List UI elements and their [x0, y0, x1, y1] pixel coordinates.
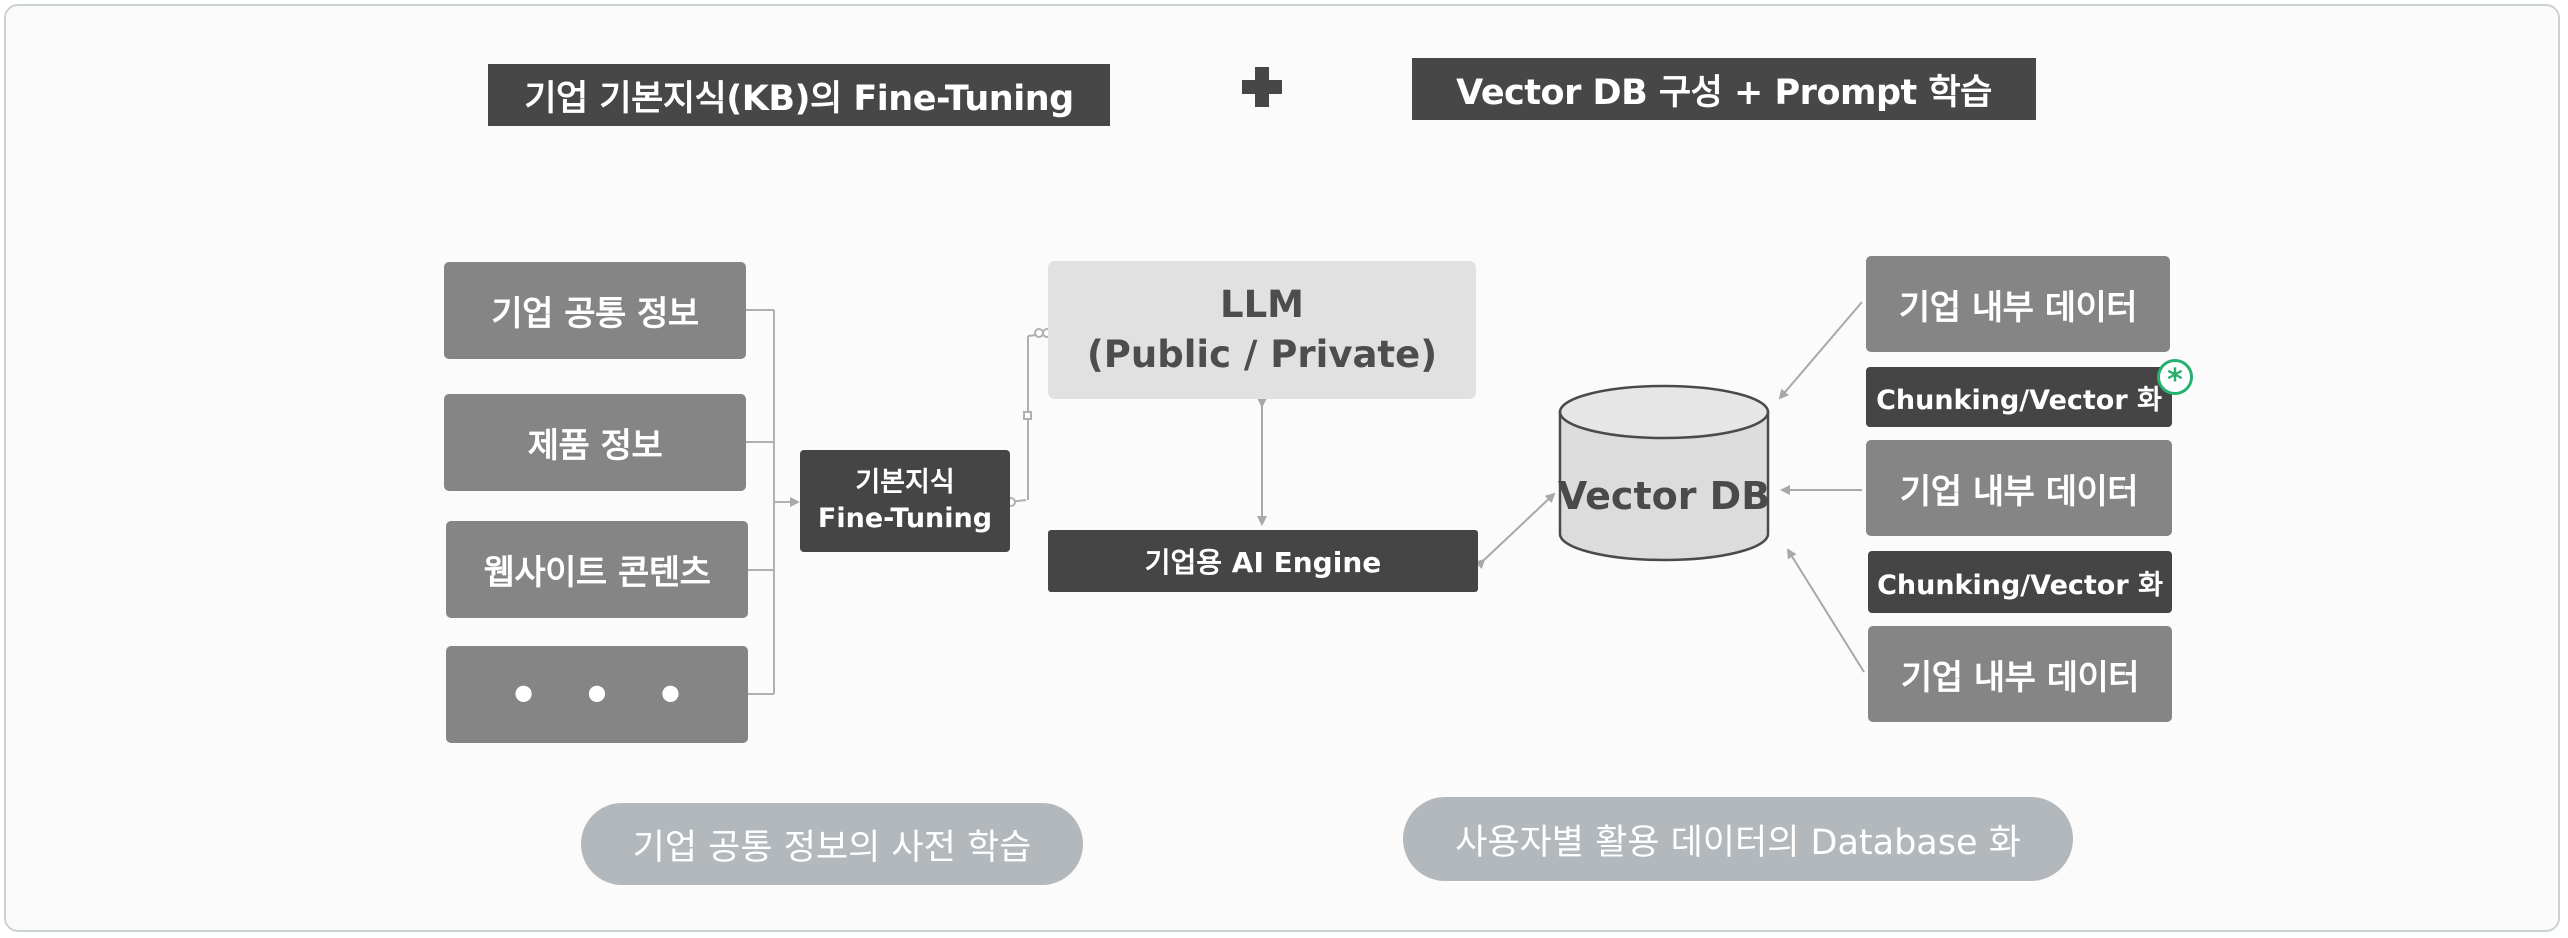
- data1-arrow: [1778, 301, 1863, 400]
- vector-db-cylinder: [1558, 384, 1770, 562]
- caption-database: 사용자별 활용 데이터의 Database 화: [1403, 797, 2073, 881]
- llm-box: LLM (Public / Private): [1048, 261, 1476, 399]
- caption-pretraining-label: 기업 공통 정보의 사전 학습: [632, 827, 1032, 868]
- caption-database-label: 사용자별 활용 데이터의 Database 화: [1455, 822, 2021, 863]
- caption-pretraining: 기업 공통 정보의 사전 학습: [581, 803, 1083, 885]
- engine-vectordb-arrow: [1474, 492, 1556, 570]
- vector-db-header-label: Vector DB 구성 + Prompt 학습: [1456, 72, 1992, 113]
- source-common-info-label: 기업 공통 정보: [491, 294, 699, 334]
- llm-subtitle: (Public / Private): [1086, 333, 1438, 376]
- star-icon: *: [2157, 359, 2193, 396]
- chunking-2-label: Chunking/Vector 화: [1877, 569, 2163, 601]
- plus-icon: [1242, 67, 1282, 107]
- internal-data-1: 기업 내부 데이터: [1866, 256, 2170, 352]
- chunking-2: Chunking/Vector 화: [1868, 551, 2172, 613]
- source-more-label: • • •: [508, 667, 700, 722]
- ai-engine-label: 기업용 AI Engine: [1144, 546, 1382, 579]
- finetune-llm-connector: [1006, 328, 1052, 507]
- fine-tuning-header: 기업 기본지식(KB)의 Fine-Tuning: [488, 64, 1110, 126]
- data3-arrow: [1786, 548, 1865, 673]
- internal-data-1-label: 기업 내부 데이터: [1898, 287, 2138, 328]
- source-more: • • •: [446, 646, 748, 743]
- source-bracket: [746, 309, 800, 695]
- source-common-info: 기업 공통 정보: [444, 262, 746, 359]
- finetune-line1: 기본지식: [855, 467, 955, 498]
- vector-db-header: Vector DB 구성 + Prompt 학습: [1412, 58, 2036, 120]
- source-product-info-label: 제품 정보: [527, 426, 663, 466]
- finetune-line2: Fine-Tuning: [817, 503, 993, 534]
- fine-tuning-header-label: 기업 기본지식(KB)의 Fine-Tuning: [524, 78, 1074, 119]
- source-product-info: 제품 정보: [444, 394, 746, 491]
- ai-engine-box: 기업용 AI Engine: [1048, 530, 1478, 592]
- finetune-box: 기본지식 Fine-Tuning: [800, 450, 1010, 552]
- internal-data-3-label: 기업 내부 데이터: [1900, 657, 2140, 698]
- internal-data-3: 기업 내부 데이터: [1868, 626, 2172, 722]
- source-website-content: 웹사이트 콘텐츠: [446, 521, 748, 618]
- source-website-content-label: 웹사이트 콘텐츠: [483, 553, 711, 593]
- internal-data-2: 기업 내부 데이터: [1866, 440, 2172, 536]
- vector-db-label: Vector DB: [1557, 474, 1771, 518]
- chunking-1: Chunking/Vector 화: [1866, 367, 2172, 427]
- internal-data-2-label: 기업 내부 데이터: [1899, 471, 2139, 512]
- chunking-1-label: Chunking/Vector 화: [1876, 384, 2162, 416]
- llm-title: LLM: [1220, 283, 1304, 326]
